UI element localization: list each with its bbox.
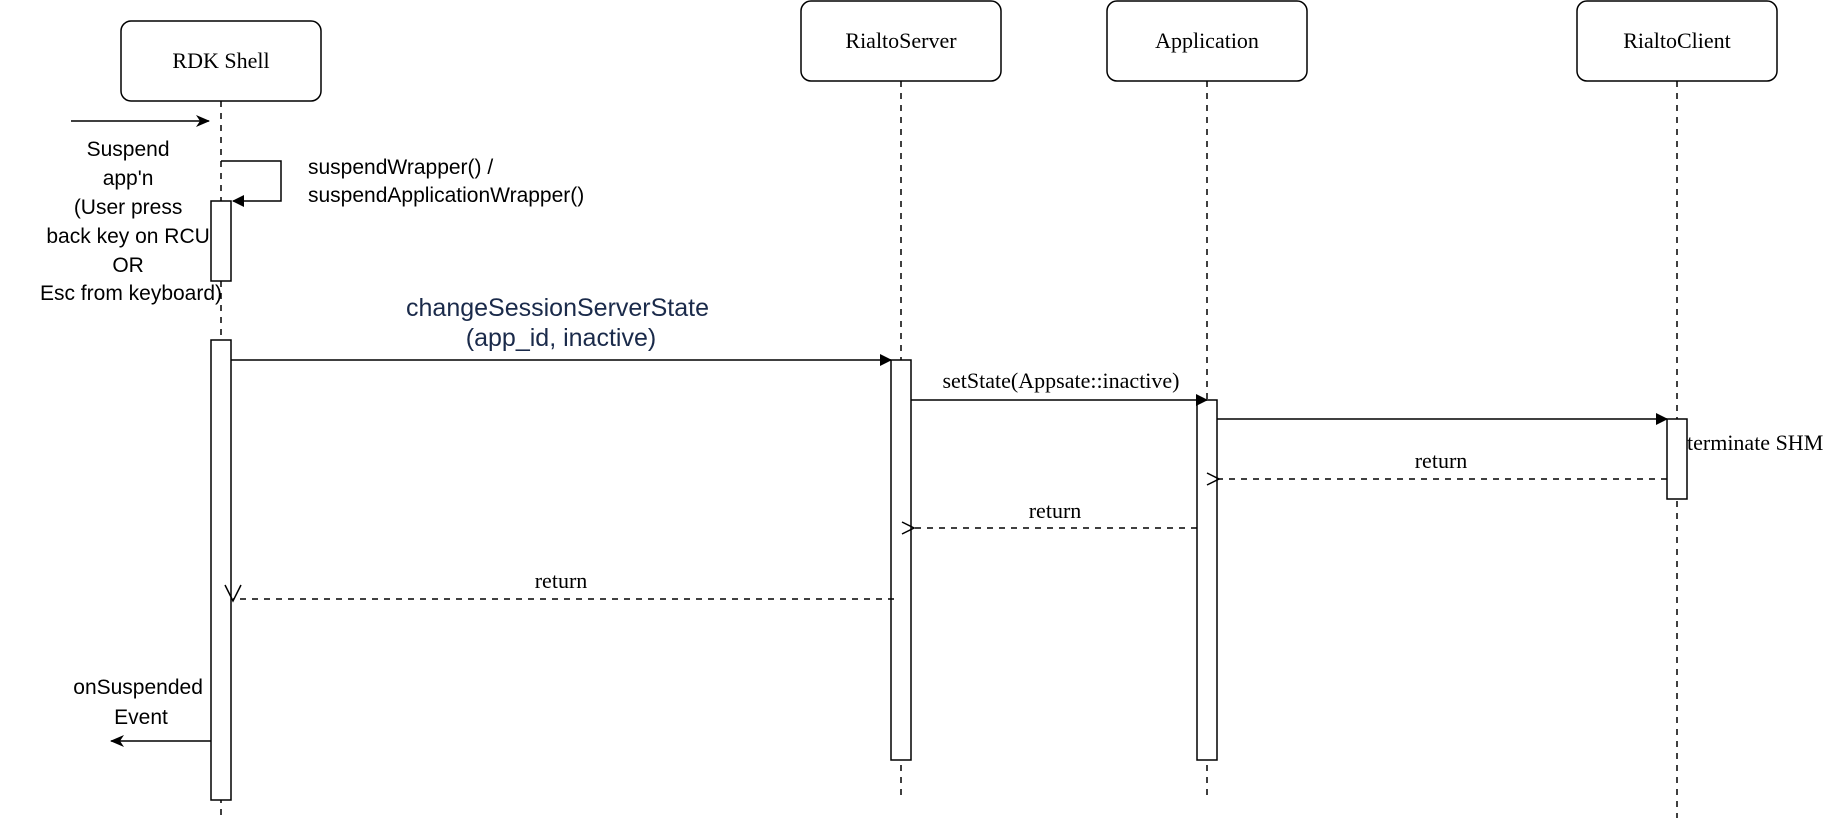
lifeline-application: Application <box>1106 0 1308 798</box>
lifeline-rialto-client: RialtoClient <box>1576 0 1778 818</box>
set-state-label: setState(Appsate::inactive) <box>942 368 1179 393</box>
participant-application-box <box>1106 0 1308 82</box>
on-suspended-label: onSuspended Event <box>73 676 208 729</box>
suspend-trigger-note: Suspend app'n (User press back key on RC… <box>40 138 222 305</box>
rialto-client-activation <box>1666 418 1688 500</box>
participant-rialto-server-box <box>800 0 1002 82</box>
suspend-wrapper-label: suspendWrapper() / suspendApplicationWra… <box>308 156 584 207</box>
lifeline-rialto-server: RialtoServer <box>800 0 1002 798</box>
rdk-shell-activation <box>210 339 232 801</box>
participant-rdk-shell-label: RDK Shell <box>172 48 269 73</box>
change-state-label: changeSessionServerState (app_id, inacti… <box>406 294 716 352</box>
self-call-arrow <box>221 160 282 207</box>
terminate-shm-label: terminate SHM <box>1687 430 1823 455</box>
participant-rialto-client-label: RialtoClient <box>1623 28 1731 53</box>
return-server-label: return <box>535 568 588 593</box>
participant-rialto-client-box <box>1576 0 1778 82</box>
rialto-server-activation <box>890 359 912 761</box>
application-activation <box>1196 399 1218 761</box>
participant-rialto-server-label: RialtoServer <box>845 28 957 53</box>
return-app-label: return <box>1029 498 1082 523</box>
participant-application-label: Application <box>1155 28 1259 53</box>
return-server-arrowhead <box>224 584 242 603</box>
lifeline-rdk-shell: RDK Shell <box>120 20 322 818</box>
rdk-shell-self-activation <box>210 200 232 282</box>
participant-rdk-shell-box <box>120 20 322 102</box>
return-client-label: return <box>1415 448 1468 473</box>
